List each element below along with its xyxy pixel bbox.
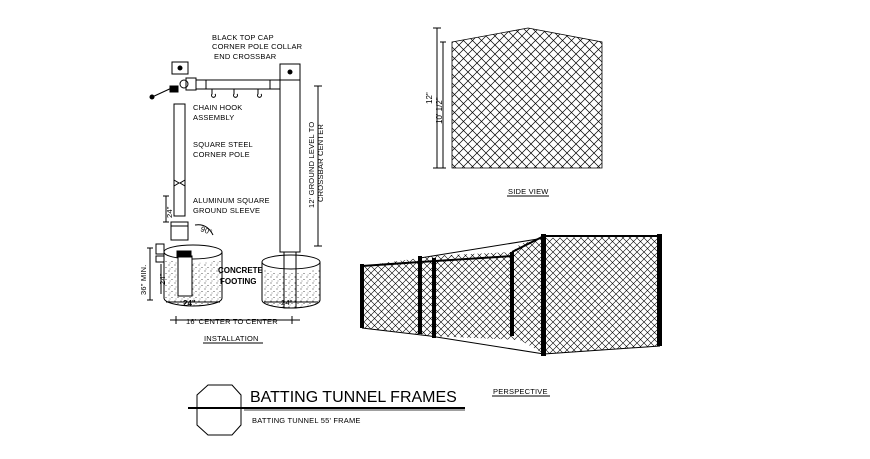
hook-2 [233,89,238,98]
post-3 [432,258,436,338]
label-concrete: CONCRETE [218,266,264,275]
perspective-detail: PERSPECTIVE [360,234,662,397]
post-1 [360,264,364,328]
post-4 [510,252,514,336]
post-2 [418,256,422,334]
dim-24-base-right: 24" [281,298,293,307]
hook-3 [257,89,262,98]
dim-24-lower: 24" [158,273,167,285]
left-ground-sleeve [170,221,189,241]
label-chain-hook: CHAIN HOOK [193,103,243,112]
label-top-cap: BLACK TOP CAP [212,33,274,42]
label-footing: FOOTING [220,277,256,286]
dim-12: 12" [425,92,434,104]
left-top-cap [171,61,189,75]
label-crossbar-center: CROSSBAR CENTER [316,124,325,202]
caption-perspective: PERSPECTIVE [493,387,548,396]
installation-labels: BLACK TOP CAP CORNER POLE COLLAR END CRO… [139,33,325,343]
right-corner-pole [279,79,301,253]
label-corner-collar: CORNER POLE COLLAR [212,42,303,51]
drawing-title: BATTING TUNNEL FRAMES [250,389,457,406]
title-block: BATTING TUNNEL FRAMES BATTING TUNNEL 55'… [188,384,465,436]
label-chain-hook-assembly: ASSEMBLY [193,113,234,122]
dim-24-vertical: 24" [165,206,174,218]
title-octagon [196,384,242,436]
cap-bolt [177,65,183,71]
dim-center-to-center: 16' CENTER TO CENTER [186,317,278,326]
post-5 [541,234,546,356]
end-crossbar [195,79,281,90]
side-view-detail: 12" 10' 1/2" SIDE VIEW [425,27,603,197]
left-square-steel-pole [173,103,186,217]
label-end-crossbar: END CROSSBAR [214,52,277,61]
dim-24-base-left: 24" [183,299,196,308]
label-ground-level: 12' GROUND LEVEL TO [307,122,316,208]
side-view-net [451,27,603,169]
left-sleeve-in-footing [177,255,193,297]
dim-90-degrees: 90° [199,224,213,237]
caption-side-view: SIDE VIEW [508,187,549,196]
angle-arc [194,224,214,236]
hook-1 [211,89,216,98]
label-aluminum-square: ALUMINUM SQUARE [193,196,270,205]
label-ground-sleeve: GROUND SLEEVE [193,206,260,215]
installation-detail [147,61,322,344]
collar-ring [179,79,189,89]
dim-36-min: 36" MIN. [139,264,148,295]
label-square-steel: SQUARE STEEL [193,140,253,149]
dim-10-half: 10' 1/2" [435,97,444,124]
drawing-subtitle: BATTING TUNNEL 55' FRAME [252,416,361,425]
label-corner-pole: CORNER POLE [193,150,250,159]
caption-installation: INSTALLATION [204,334,259,343]
post-6 [657,234,662,346]
